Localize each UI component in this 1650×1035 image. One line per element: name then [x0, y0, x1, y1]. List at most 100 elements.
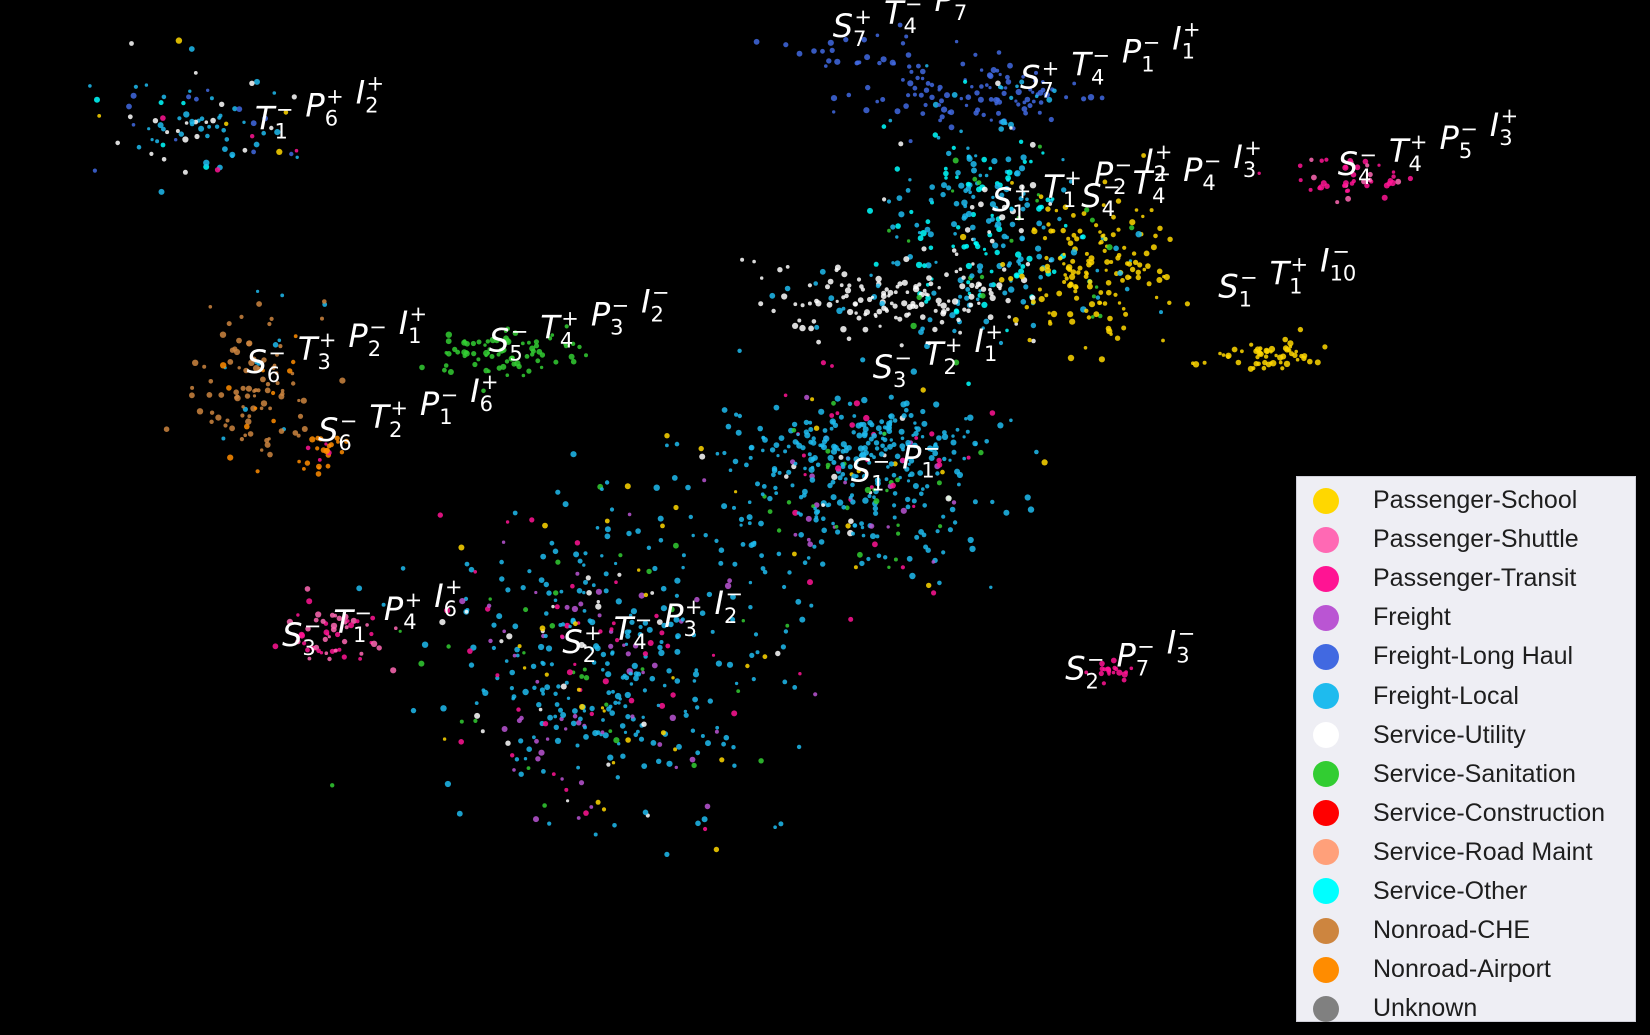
- scatter-point: [880, 443, 885, 449]
- scatter-point: [341, 638, 348, 645]
- scatter-point: [783, 629, 789, 634]
- scatter-point: [572, 713, 578, 719]
- scatter-point: [880, 97, 886, 102]
- scatter-point: [757, 425, 763, 432]
- scatter-point: [940, 191, 946, 198]
- scatter-point: [421, 641, 429, 648]
- scatter-point: [1029, 182, 1037, 189]
- scatter-point: [476, 339, 482, 345]
- scatter-point: [843, 37, 849, 43]
- scatter-point: [927, 231, 934, 238]
- scatter-point: [522, 688, 529, 696]
- scatter-point: [821, 503, 825, 507]
- scatter-point: [892, 515, 897, 520]
- legend-label: Service-Construction: [1373, 798, 1606, 827]
- scatter-point: [859, 284, 864, 289]
- scatter-point: [487, 347, 492, 352]
- scatter-point: [126, 103, 132, 110]
- scatter-point: [897, 281, 903, 287]
- scatter-point: [810, 456, 816, 462]
- scatter-point: [1015, 251, 1022, 258]
- scatter-point: [736, 689, 741, 693]
- scatter-point: [753, 632, 759, 637]
- scatter-point: [777, 470, 782, 475]
- scatter-point: [1038, 194, 1044, 199]
- scatter-point: [440, 705, 447, 712]
- scatter-point: [515, 653, 520, 658]
- legend-label: Passenger-Transit: [1373, 564, 1577, 593]
- scatter-point: [632, 643, 639, 649]
- scatter-point: [979, 84, 984, 89]
- scatter-point: [617, 572, 622, 577]
- scatter-point: [908, 458, 915, 464]
- scatter-point: [549, 540, 555, 546]
- scatter-point: [1050, 310, 1058, 318]
- scatter-point: [1109, 332, 1113, 336]
- scatter-point: [741, 619, 745, 623]
- scatter-point: [601, 718, 605, 722]
- scatter-point: [1002, 290, 1008, 296]
- scatter-point: [793, 302, 798, 307]
- scatter-point: [330, 783, 335, 788]
- legend-item: Freight: [1297, 598, 1635, 637]
- scatter-point: [624, 642, 629, 646]
- scatter-point: [1322, 344, 1328, 350]
- scatter-point: [305, 445, 311, 451]
- scatter-point: [773, 485, 778, 491]
- scatter-point: [582, 667, 587, 672]
- scatter-point: [895, 235, 899, 239]
- scatter-point: [1018, 196, 1024, 202]
- scatter-point: [1068, 179, 1073, 184]
- scatter-point: [746, 514, 753, 521]
- scatter-point: [920, 68, 926, 75]
- scatter-point: [726, 661, 734, 668]
- scatter-point: [274, 129, 281, 136]
- scatter-point: [877, 60, 882, 66]
- scatter-point: [571, 605, 579, 613]
- scatter-point: [186, 94, 192, 100]
- scatter-point: [488, 597, 492, 601]
- scatter-point: [951, 189, 955, 193]
- scatter-point: [893, 557, 898, 562]
- scatter-point: [131, 123, 136, 127]
- scatter-point: [836, 499, 844, 506]
- scatter-point: [847, 308, 854, 316]
- scatter-point: [994, 224, 999, 228]
- scatter-point: [548, 336, 553, 341]
- scatter-point: [1129, 666, 1134, 671]
- scatter-point: [959, 129, 963, 134]
- scatter-point: [1084, 251, 1089, 256]
- legend-item: Unknown: [1297, 989, 1635, 1028]
- scatter-point: [1101, 203, 1106, 208]
- scatter-point: [370, 615, 376, 621]
- scatter-point: [922, 503, 927, 508]
- scatter-point: [867, 207, 873, 214]
- scatter-point: [638, 592, 645, 599]
- scatter-point: [147, 127, 151, 131]
- scatter-point: [984, 173, 989, 178]
- scatter-point: [661, 622, 667, 629]
- scatter-point: [1087, 94, 1095, 101]
- scatter-point: [657, 644, 663, 651]
- scatter-point: [897, 316, 903, 322]
- scatter-point: [274, 371, 279, 375]
- scatter-point: [967, 536, 974, 544]
- scatter-point: [989, 201, 997, 208]
- scatter-point: [971, 167, 977, 174]
- scatter-point: [739, 523, 743, 527]
- scatter-point: [327, 656, 332, 662]
- scatter-point: [271, 365, 276, 370]
- scatter-point: [583, 675, 590, 681]
- cluster-label: S6−T2+P1−I6+: [318, 370, 499, 455]
- scatter-point: [931, 560, 936, 564]
- scatter-point: [945, 495, 952, 502]
- scatter-point: [1009, 95, 1014, 100]
- scatter-point: [1106, 244, 1113, 251]
- scatter-point: [912, 483, 919, 489]
- scatter-point: [445, 338, 452, 345]
- scatter-point: [970, 224, 976, 231]
- scatter-point: [287, 368, 293, 374]
- scatter-point: [496, 352, 501, 357]
- scatter-point: [942, 430, 947, 435]
- scatter-point: [994, 249, 1000, 256]
